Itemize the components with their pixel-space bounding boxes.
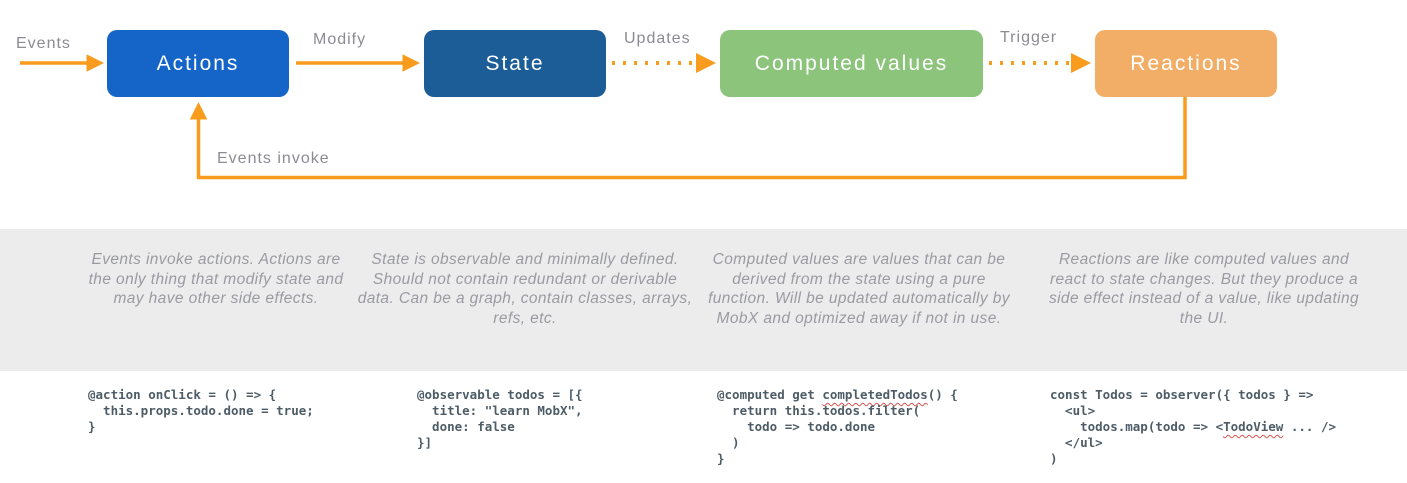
- description-reactions: Reactions are like computed values and r…: [1048, 251, 1360, 327]
- description-computed-values: Computed values are values that can be d…: [708, 251, 1010, 327]
- edge-label-trigger: Trigger: [1000, 29, 1058, 46]
- code-snippet-computed: @computed get completedTodos() { return …: [717, 387, 958, 466]
- description-actions: Events invoke actions. Actions are the o…: [88, 251, 344, 307]
- flow-arrows: [20, 53, 1187, 180]
- node-computed-values: Computed values: [720, 30, 983, 97]
- edge-label-events-invoke: Events invoke: [217, 150, 330, 167]
- node-actions-label: Actions: [156, 51, 240, 75]
- edge-label-modify: Modify: [313, 31, 367, 48]
- code-snippet-observable: @observable todos = [{ title: "learn Mob…: [417, 387, 583, 450]
- description-state: State is observable and minimally define…: [357, 251, 693, 327]
- edge-label-updates: Updates: [624, 30, 691, 47]
- code-snippet-observer: const Todos = observer({ todos } => <ul>…: [1050, 387, 1336, 466]
- node-computed-values-label: Computed values: [754, 51, 949, 75]
- node-reactions: Reactions: [1095, 30, 1277, 97]
- node-state-label: State: [485, 51, 545, 75]
- code-snippet-action: @action onClick = () => { this.props.tod…: [88, 387, 314, 434]
- node-actions: Actions: [107, 30, 289, 97]
- node-reactions-label: Reactions: [1130, 51, 1242, 75]
- node-state: State: [424, 30, 606, 97]
- feedback-loop-arrow: [189, 96, 1187, 180]
- edge-label-events: Events: [16, 35, 71, 52]
- description-band: [0, 229, 1407, 371]
